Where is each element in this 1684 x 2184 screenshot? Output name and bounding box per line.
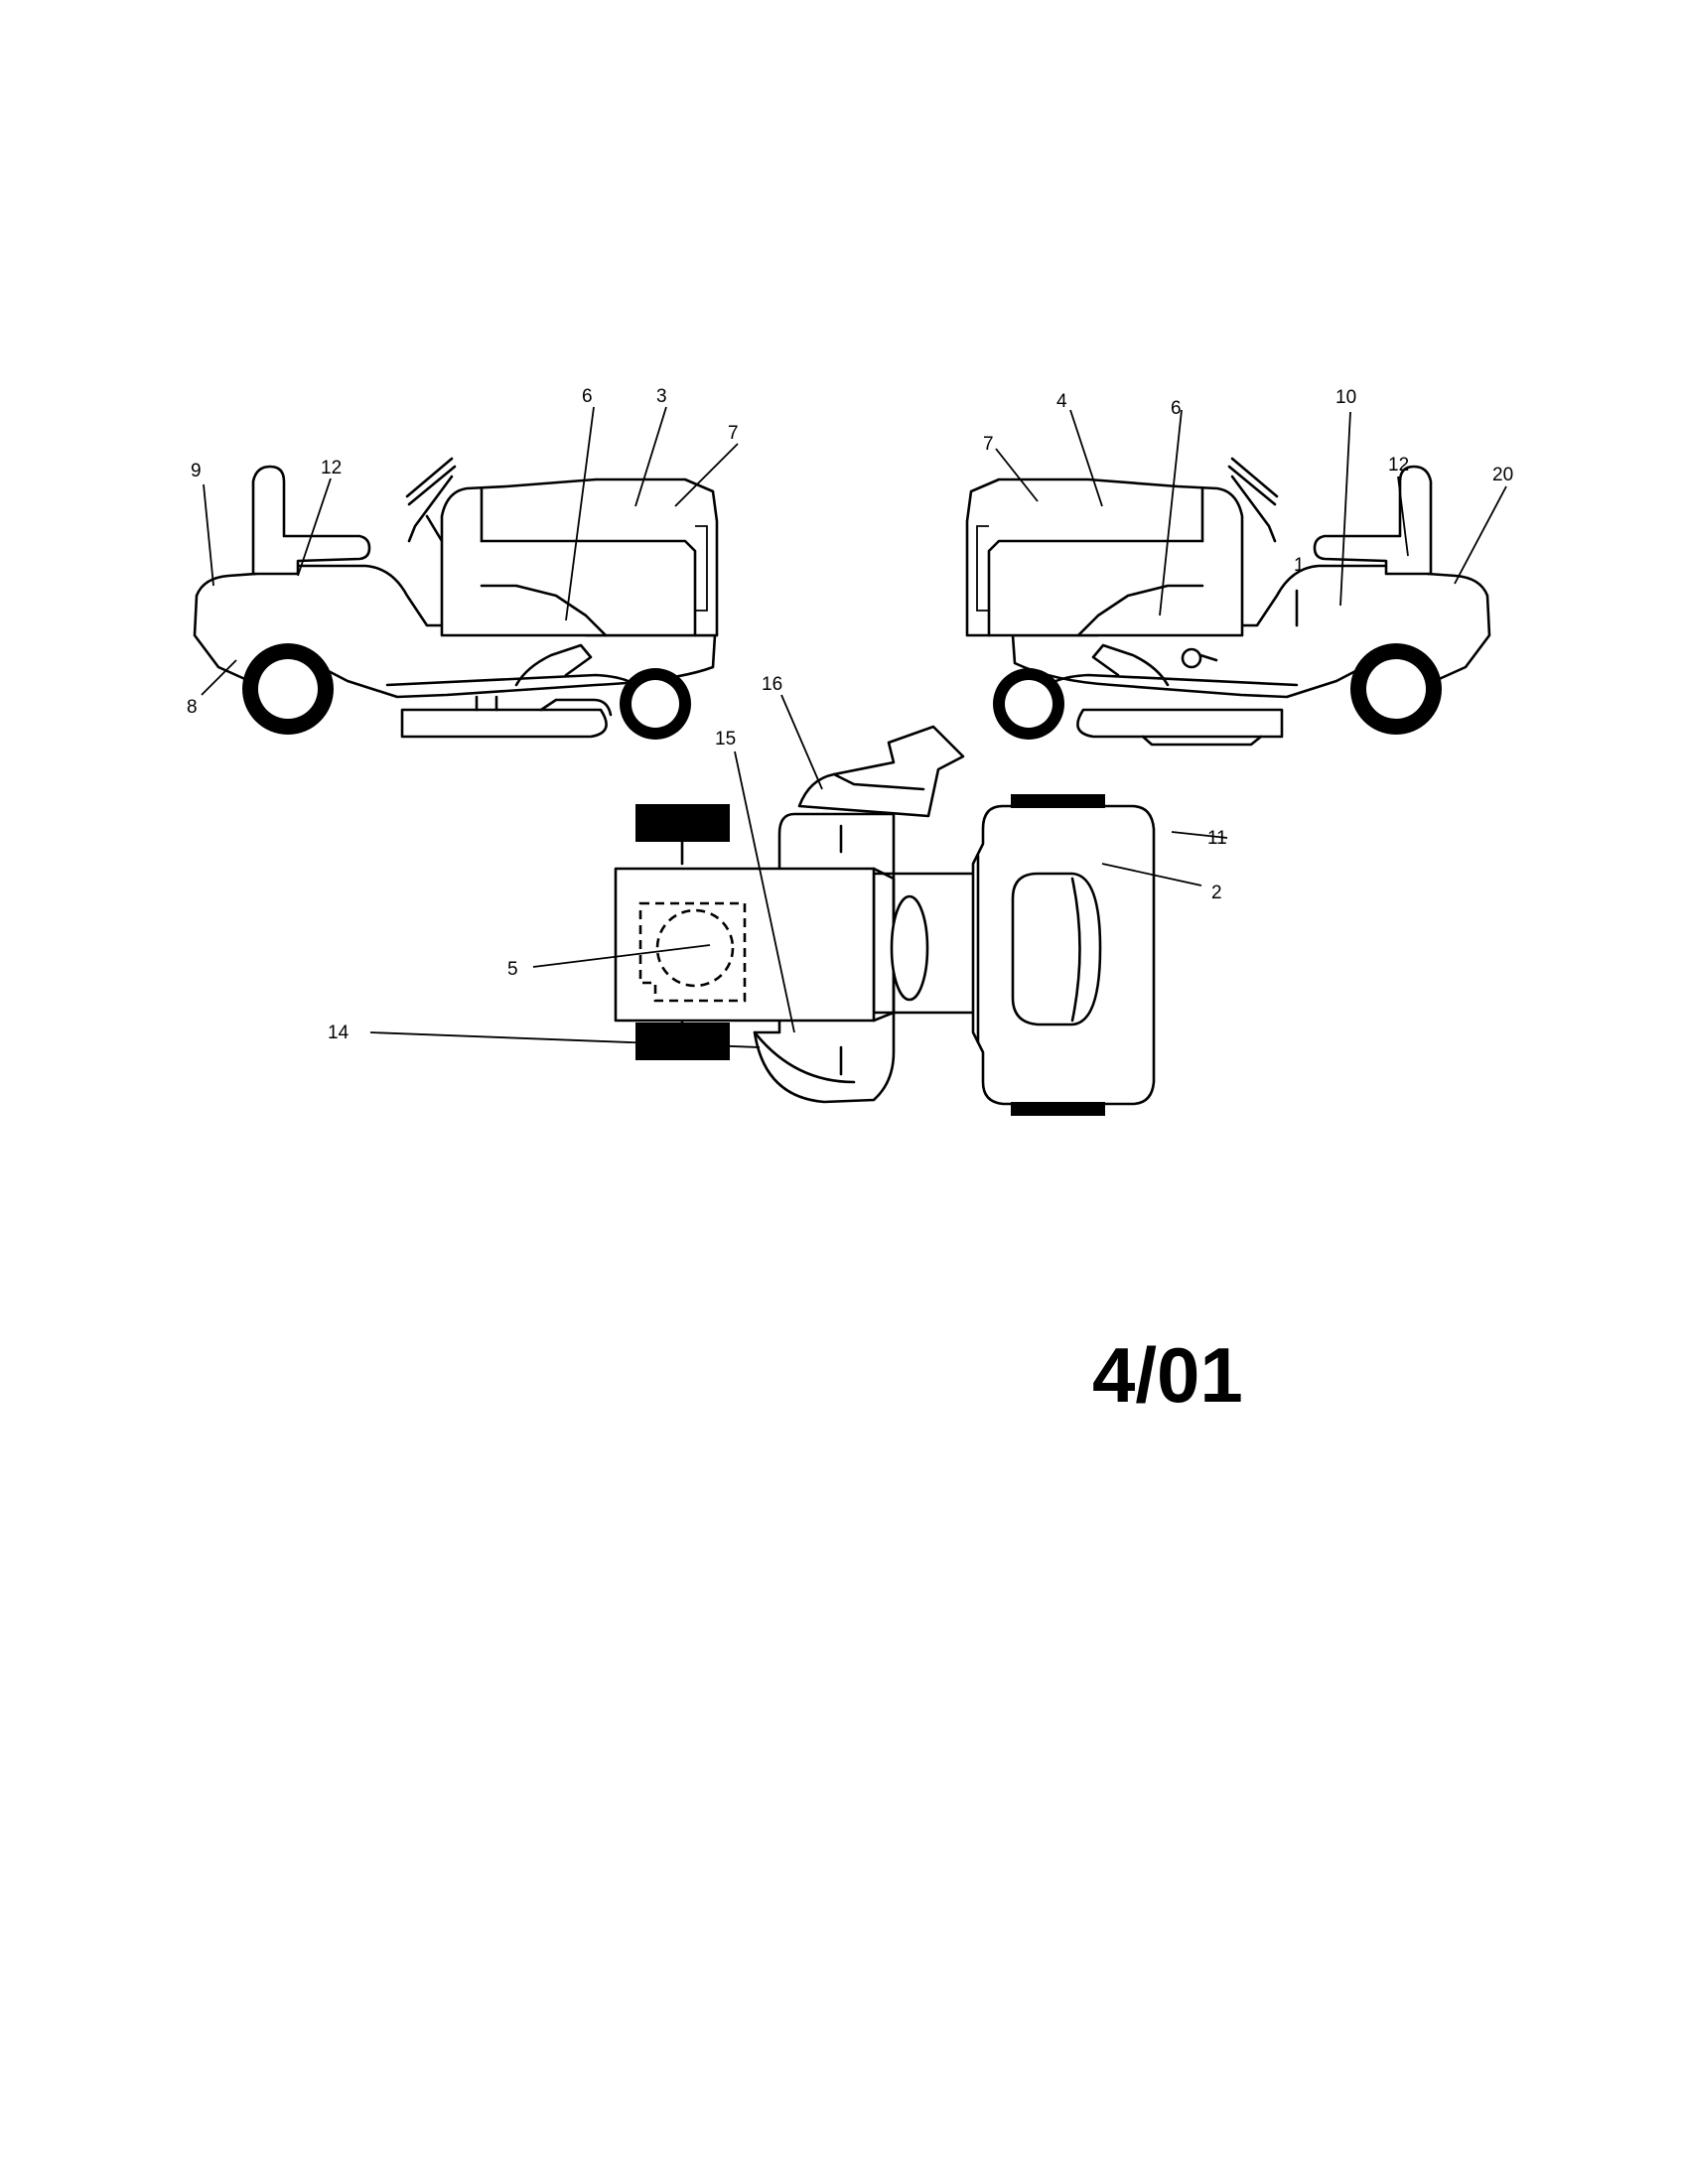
callout-15: 15 (715, 729, 736, 750)
callout-6-right: 6 (1171, 398, 1182, 419)
callout-1: 1 (1294, 555, 1305, 576)
callout-7-left: 7 (728, 423, 739, 444)
callout-20: 20 (1492, 465, 1513, 485)
callout-12-left: 12 (321, 458, 342, 478)
callout-10: 10 (1335, 387, 1356, 408)
callout-7-right: 7 (983, 434, 994, 455)
leader-lines (201, 406, 1507, 1048)
callout-5: 5 (507, 959, 518, 980)
tractor-left-side-view (193, 457, 719, 740)
callout-14: 14 (328, 1023, 350, 1043)
callout-11: 11 (1207, 828, 1227, 849)
callout-8: 8 (187, 697, 198, 718)
date-code: 4/01 (1092, 1331, 1243, 1419)
callout-labels: 9 12 8 6 3 7 7 4 6 10 1 12 20 16 15 11 2… (187, 386, 1513, 1043)
callout-4: 4 (1056, 391, 1067, 412)
callout-9: 9 (191, 461, 202, 481)
callout-12-right: 12 (1388, 455, 1409, 476)
callout-16: 16 (762, 674, 782, 695)
tractor-right-side-view (965, 457, 1491, 747)
callout-3: 3 (656, 386, 667, 407)
callout-2: 2 (1211, 883, 1222, 903)
callout-6-left: 6 (582, 386, 593, 407)
tractor-top-view (614, 725, 1156, 1116)
